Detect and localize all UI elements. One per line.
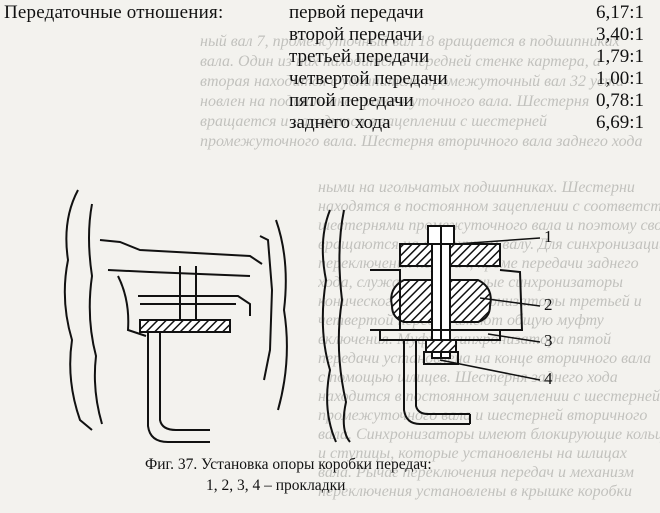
ratio-row: четвертой передачи 1,00:1 — [0, 68, 660, 90]
caption-title: Фиг. 37. Установка опоры коробки передач… — [145, 456, 432, 473]
caption-legend: 1, 2, 3, 4 – прокладки — [206, 477, 346, 494]
left-side-view — [63, 189, 288, 443]
gearbox-mount-figure: 1 2 3 4 — [0, 180, 660, 460]
ratio-gear: второй передачи — [289, 24, 423, 45]
callout-label: 3 — [544, 331, 553, 350]
gear-ratio-table: Передаточные отношения: первой передачи … — [0, 0, 660, 140]
ratio-value: 6,69:1 — [595, 112, 644, 133]
ratio-gear: первой передачи — [289, 2, 424, 23]
ratio-value: 3,40:1 — [595, 24, 644, 45]
mount-diagram: 1 2 3 4 — [63, 189, 553, 443]
ratio-value: 0,78:1 — [595, 90, 644, 111]
ratio-value: 1,79:1 — [595, 46, 644, 67]
ratio-row: третьей передачи 1,79:1 — [0, 46, 660, 68]
ratio-gear: заднего хода — [289, 112, 391, 133]
ratio-row: второй передачи 3,40:1 — [0, 24, 660, 46]
ratio-heading: Передаточные отношения: — [4, 2, 224, 23]
callout-label: 4 — [544, 369, 553, 388]
ratio-gear: четвертой передачи — [289, 68, 448, 89]
ratio-value: 1,00:1 — [595, 68, 644, 89]
ratio-gear: третьей передачи — [289, 46, 430, 67]
ratio-row: заднего хода 6,69:1 — [0, 112, 660, 134]
callout-label: 2 — [544, 295, 553, 314]
ratio-row: первой передачи 6,17:1 — [0, 2, 660, 24]
ratio-row: пятой передачи 0,78:1 — [0, 90, 660, 112]
right-section-view — [321, 209, 524, 443]
ratio-value: 6,17:1 — [595, 2, 644, 23]
ratio-gear: пятой передачи — [289, 90, 414, 111]
callout-leaders — [439, 237, 541, 381]
callout-label: 1 — [544, 227, 553, 246]
bleed-through-text: ный вал 7, промежуточный вал 18 вращаетс… — [200, 33, 643, 150]
